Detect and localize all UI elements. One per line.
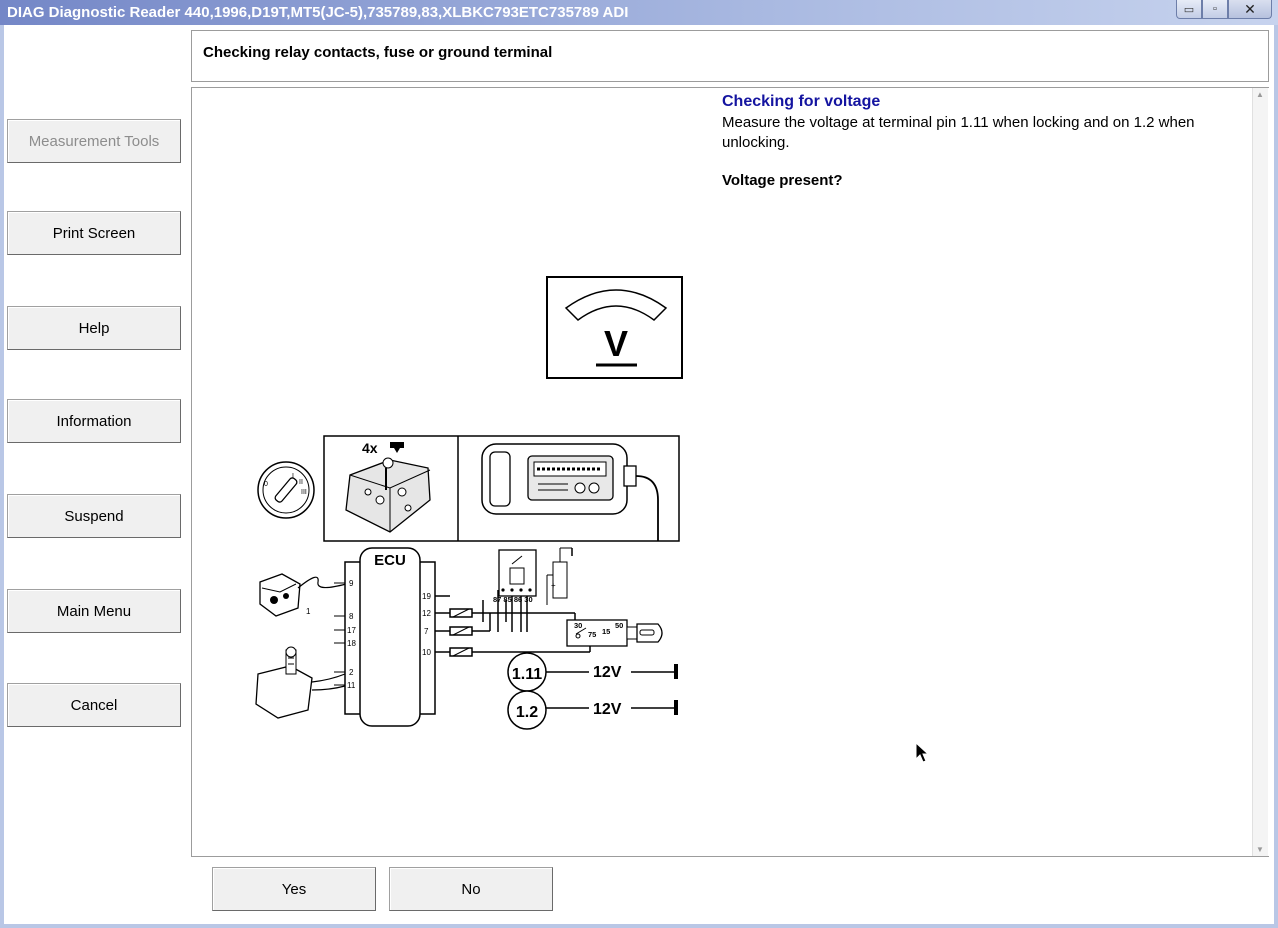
svg-text:II: II xyxy=(299,479,303,486)
content-scrollbar[interactable]: ▲ ▼ xyxy=(1252,88,1268,856)
ignition-lock-icon: 0 I II III xyxy=(257,461,315,519)
main-menu-button[interactable]: Main Menu xyxy=(7,589,181,633)
step-title: Checking relay contacts, fuse or ground … xyxy=(203,44,553,61)
suspend-button[interactable]: Suspend xyxy=(7,494,181,538)
step-header-panel: Checking relay contacts, fuse or ground … xyxy=(191,30,1269,82)
svg-text:9: 9 xyxy=(349,579,354,588)
minimize-button[interactable]: ▭ xyxy=(1176,0,1202,19)
mouse-cursor-icon xyxy=(915,742,930,763)
wiring xyxy=(435,590,591,657)
voltmeter-icon: V xyxy=(546,276,683,379)
measurement-pin-1-2: 1.2 xyxy=(516,704,538,721)
svg-text:2: 2 xyxy=(349,668,354,677)
svg-text:50: 50 xyxy=(615,621,623,630)
svg-text:8: 8 xyxy=(349,612,354,621)
svg-text:19: 19 xyxy=(422,592,431,601)
measurement-voltage-1-2: 12V xyxy=(593,701,622,718)
instruction-question: Voltage present? xyxy=(722,172,843,189)
connector-count-label: 4x xyxy=(362,440,378,456)
window-title: DIAG Diagnostic Reader 440,1996,D19T,MT5… xyxy=(7,4,629,21)
measurement-1-2: 1.2 12V xyxy=(507,690,678,730)
ecu-label: ECU xyxy=(374,552,406,569)
measurement-tools-button[interactable]: Measurement Tools xyxy=(7,119,181,163)
close-icon: ✕ xyxy=(1244,0,1256,17)
meter-symbol: V xyxy=(604,323,628,364)
scroll-up-icon[interactable]: ▲ xyxy=(1256,90,1264,99)
cancel-button[interactable]: Cancel xyxy=(7,683,181,727)
svg-text:1: 1 xyxy=(306,607,311,616)
window-controls: ▭ ▫ ✕ xyxy=(1176,0,1272,20)
svg-text:+: + xyxy=(551,581,556,590)
relay-icon: 87 85 86 30 + xyxy=(493,547,573,605)
instruction-heading: Checking for voltage xyxy=(722,93,881,110)
title-bar: DIAG Diagnostic Reader 440,1996,D19T,MT5… xyxy=(0,0,1278,25)
close-button[interactable]: ✕ xyxy=(1228,0,1272,19)
svg-text:0: 0 xyxy=(264,481,268,488)
svg-text:17: 17 xyxy=(347,626,356,635)
svg-text:18: 18 xyxy=(347,639,356,648)
svg-text:30: 30 xyxy=(574,621,582,630)
measurement-pin-1-11: 1.11 xyxy=(512,666,542,683)
minimize-icon: ▭ xyxy=(1183,3,1195,16)
window-frame-left xyxy=(0,25,4,928)
svg-text:15: 15 xyxy=(602,627,610,636)
svg-text:10: 10 xyxy=(422,648,431,657)
window-frame-bottom xyxy=(0,924,1278,928)
door-lock-motor-icon: 1 xyxy=(259,573,347,617)
svg-text:75: 75 xyxy=(588,630,596,639)
help-button[interactable]: Help xyxy=(7,306,181,350)
measurement-voltage-1-11: 12V xyxy=(593,664,622,681)
ecu-block: ECU 9 8 17 18 2 11 19 12 7 10 xyxy=(334,547,436,727)
scroll-down-icon[interactable]: ▼ xyxy=(1256,845,1264,854)
svg-text:III: III xyxy=(301,489,307,496)
maximize-icon: ▫ xyxy=(1213,3,1217,15)
yes-button[interactable]: Yes xyxy=(212,867,376,911)
ignition-switch-icon: 30 75 15 50 xyxy=(566,619,663,647)
central-lock-actuator-icon xyxy=(255,646,346,719)
svg-text:I: I xyxy=(292,473,294,480)
svg-text:7: 7 xyxy=(424,627,429,636)
relay-terminals: 87 85 86 30 xyxy=(493,595,533,604)
no-button[interactable]: No xyxy=(389,867,553,911)
svg-text:11: 11 xyxy=(347,681,356,690)
window-frame-right xyxy=(1274,25,1278,928)
instruction-text: Measure the voltage at terminal pin 1.11… xyxy=(722,114,1195,151)
svg-text:12: 12 xyxy=(422,609,431,618)
diagnostic-tool-icon xyxy=(481,443,659,541)
measurement-1-11: 1.11 12V xyxy=(507,652,678,692)
information-button[interactable]: Information xyxy=(7,399,181,443)
maximize-button[interactable]: ▫ xyxy=(1202,0,1228,19)
wiring-diagram: V . 0 I II III 4x xyxy=(255,276,683,730)
print-screen-button[interactable]: Print Screen xyxy=(7,211,181,255)
